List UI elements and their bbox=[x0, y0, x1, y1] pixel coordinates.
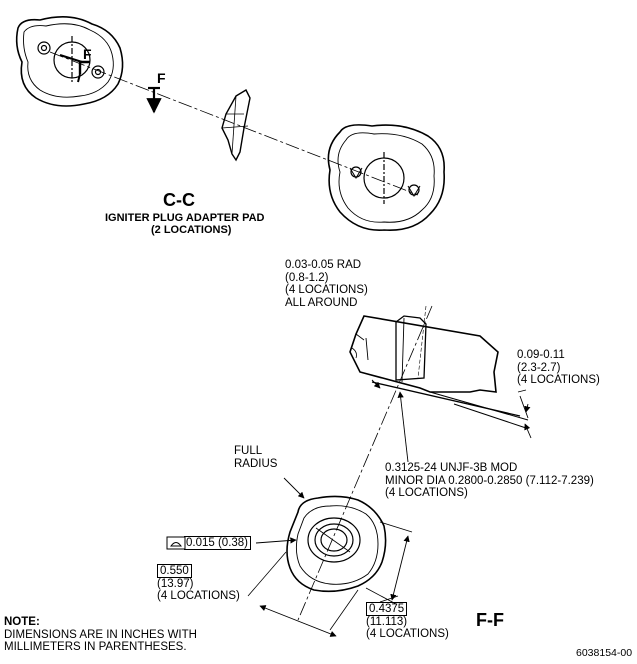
thickness-callout-line: (2.3-2.7) bbox=[517, 361, 561, 374]
section-cc-caption-2: (2 LOCATIONS) bbox=[151, 224, 232, 236]
thread-callout-line: (4 LOCATIONS) bbox=[385, 487, 468, 500]
section-ff-view bbox=[247, 305, 532, 637]
thread-callout-line: MINOR DIA 0.2800-0.2850 (7.112-7.239) bbox=[385, 474, 594, 487]
thickness-callout: 0.09-0.11 (2.3-2.7) (4 LOCATIONS) bbox=[517, 349, 600, 387]
section-cc-view bbox=[15, 16, 446, 231]
ff-upper-block bbox=[349, 315, 499, 393]
flatness-frame bbox=[166, 536, 186, 550]
offset-line: (4 LOCATIONS) bbox=[366, 628, 449, 641]
section-ff-title: F-F bbox=[476, 610, 504, 630]
section-cc-caption-1: IGNITER PLUG ADAPTER PAD bbox=[105, 212, 265, 224]
full-radius-line: FULL bbox=[234, 445, 263, 457]
rad-callout-line: (4 LOCATIONS) bbox=[285, 284, 368, 297]
rad-callout: 0.03-0.05 RAD (0.8-1.2) (4 LOCATIONS) AL… bbox=[285, 259, 368, 309]
width-dimension: 0.550 (13.97) (4 LOCATIONS) bbox=[157, 564, 240, 603]
full-radius-line: RADIUS bbox=[234, 457, 278, 470]
thickness-callout-line: 0.09-0.11 bbox=[517, 349, 565, 361]
centerline-ff bbox=[297, 305, 433, 621]
section-cc-title: C-C bbox=[163, 190, 195, 210]
left-pad-outline bbox=[15, 16, 124, 107]
note-line: DIMENSIONS ARE IN INCHES WITH bbox=[4, 628, 197, 641]
note-title: NOTE: bbox=[4, 616, 40, 628]
flatness-value: 0.015 (0.38) bbox=[184, 536, 252, 550]
width-line: (13.97) bbox=[157, 577, 194, 590]
offset-basic-value: 0.4375 bbox=[366, 602, 408, 616]
width-basic-value: 0.550 bbox=[157, 564, 192, 578]
rad-callout-line: 0.03-0.05 RAD bbox=[285, 259, 362, 271]
full-radius-callout: FULL RADIUS bbox=[234, 445, 277, 470]
rad-callout-line: (0.8-1.2) bbox=[285, 271, 329, 284]
offset-dimension: 0.4375 (11.113) (4 LOCATIONS) bbox=[366, 602, 449, 641]
offset-line: (11.113) bbox=[366, 615, 408, 628]
ff-lower-boss-outline bbox=[286, 495, 387, 593]
rad-callout-line: ALL AROUND bbox=[285, 296, 358, 309]
drawing-number: 6038154-00 bbox=[576, 647, 633, 659]
cut-label-large: F bbox=[157, 70, 166, 86]
cut-label-small: F bbox=[83, 46, 92, 62]
edge-view-part bbox=[221, 89, 251, 162]
thickness-callout-line: (4 LOCATIONS) bbox=[517, 374, 600, 387]
thread-callout: 0.3125-24 UNJF-3B MOD MINOR DIA 0.2800-0… bbox=[385, 462, 594, 500]
note-line: MILLIMETERS IN PARENTHESES. bbox=[4, 641, 187, 654]
ff-bore bbox=[307, 517, 361, 563]
note-block: NOTE: DIMENSIONS ARE IN INCHES WITH MILL… bbox=[4, 616, 197, 654]
thread-callout-line: 0.3125-24 UNJF-3B MOD bbox=[385, 462, 518, 474]
right-pad-outline bbox=[327, 124, 446, 231]
width-line: (4 LOCATIONS) bbox=[157, 590, 240, 603]
